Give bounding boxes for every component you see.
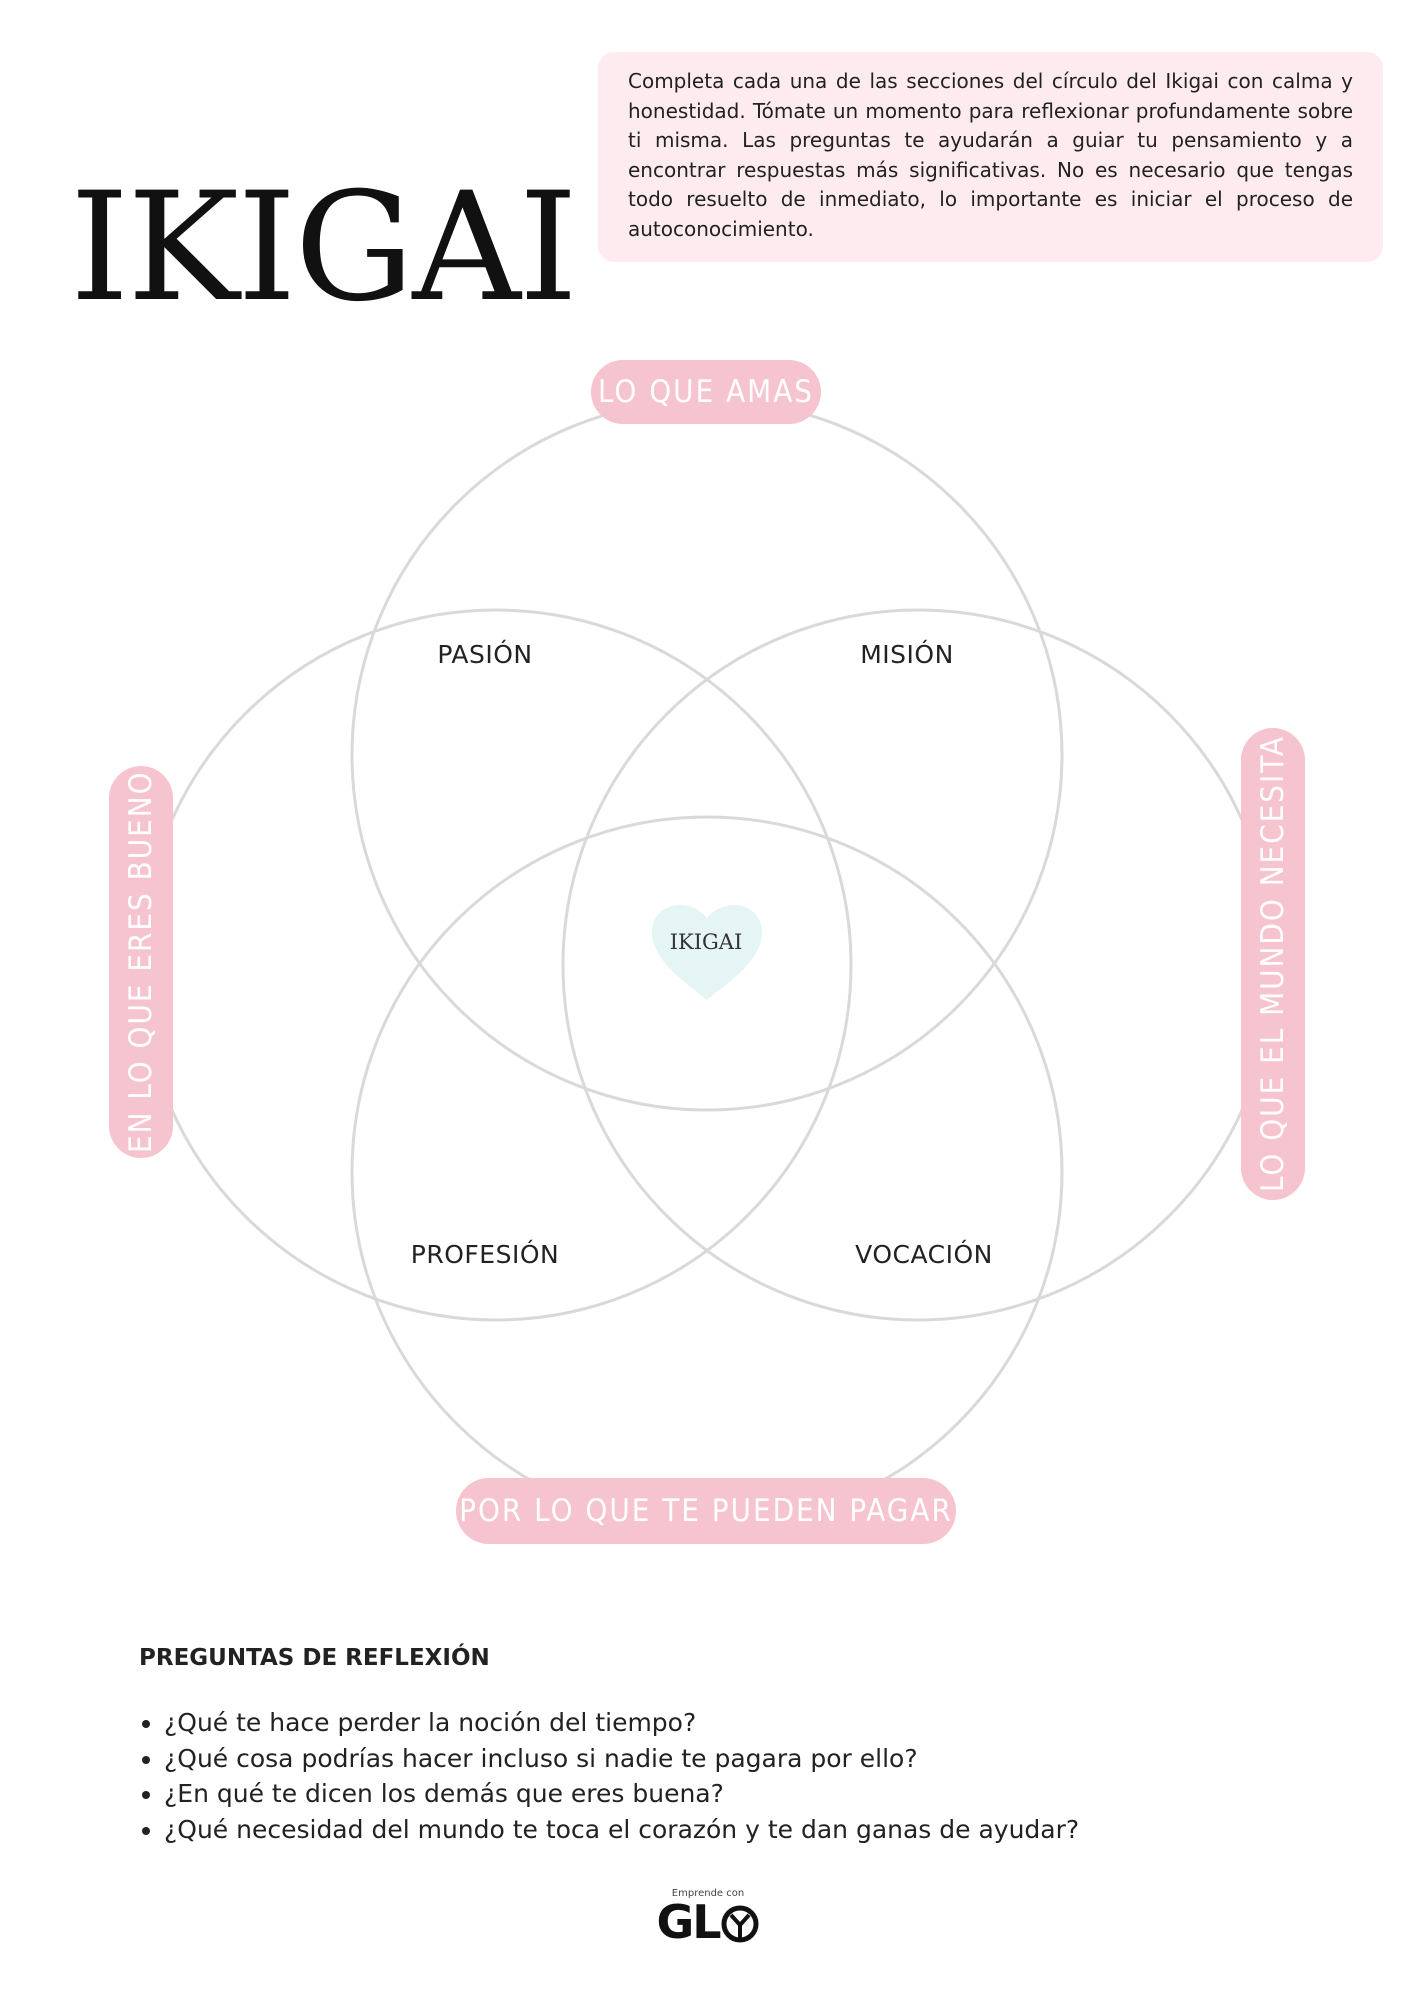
reflection-question: ¿En qué te dicen los demás que eres buen… [164,1776,1079,1812]
reflection-question: ¿Qué te hace perder la noción del tiempo… [164,1705,1079,1741]
brand-logo: Emprende con GL [653,1888,763,1945]
label-por-lo-que-te-pueden-pagar: POR LO QUE TE PUEDEN PAGAR [456,1478,956,1544]
reflection-question: ¿Qué cosa podrías hacer incluso si nadie… [164,1741,1079,1777]
zone-mision: MISIÓN [860,640,954,669]
intro-text: Completa cada una de las secciones del c… [628,69,1353,241]
glo-o-logo-icon [721,1905,759,1943]
brand-tagline: Emprende con [671,1888,745,1899]
reflection-questions-list: ¿Qué te hace perder la noción del tiempo… [138,1705,1079,1847]
center-heart-icon [651,904,763,1000]
zone-pasion: PASIÓN [437,640,533,669]
label-lo-que-el-mundo-necesita: LO QUE EL MUNDO NECESITA [1241,728,1305,1200]
reflection-question: ¿Qué necesidad del mundo te toca el cora… [164,1812,1079,1848]
intro-box: Completa cada una de las secciones del c… [598,52,1383,262]
center-ikigai-label: IKIGAI [669,930,743,954]
circle-lo-que-amas [350,398,1064,1112]
zone-vocacion: VOCACIÓN [855,1240,993,1269]
label-lo-que-amas: LO QUE AMAS [591,360,821,424]
label-en-lo-que-eres-bueno: EN LO QUE ERES BUENO [109,766,173,1158]
page-title: IKIGAI [70,160,578,335]
brand-name: GL [656,1895,721,1949]
reflection-title: PREGUNTAS DE REFLEXIÓN [139,1645,490,1671]
zone-profesion: PROFESIÓN [410,1240,560,1269]
brand-wordmark: GL [653,1899,763,1945]
